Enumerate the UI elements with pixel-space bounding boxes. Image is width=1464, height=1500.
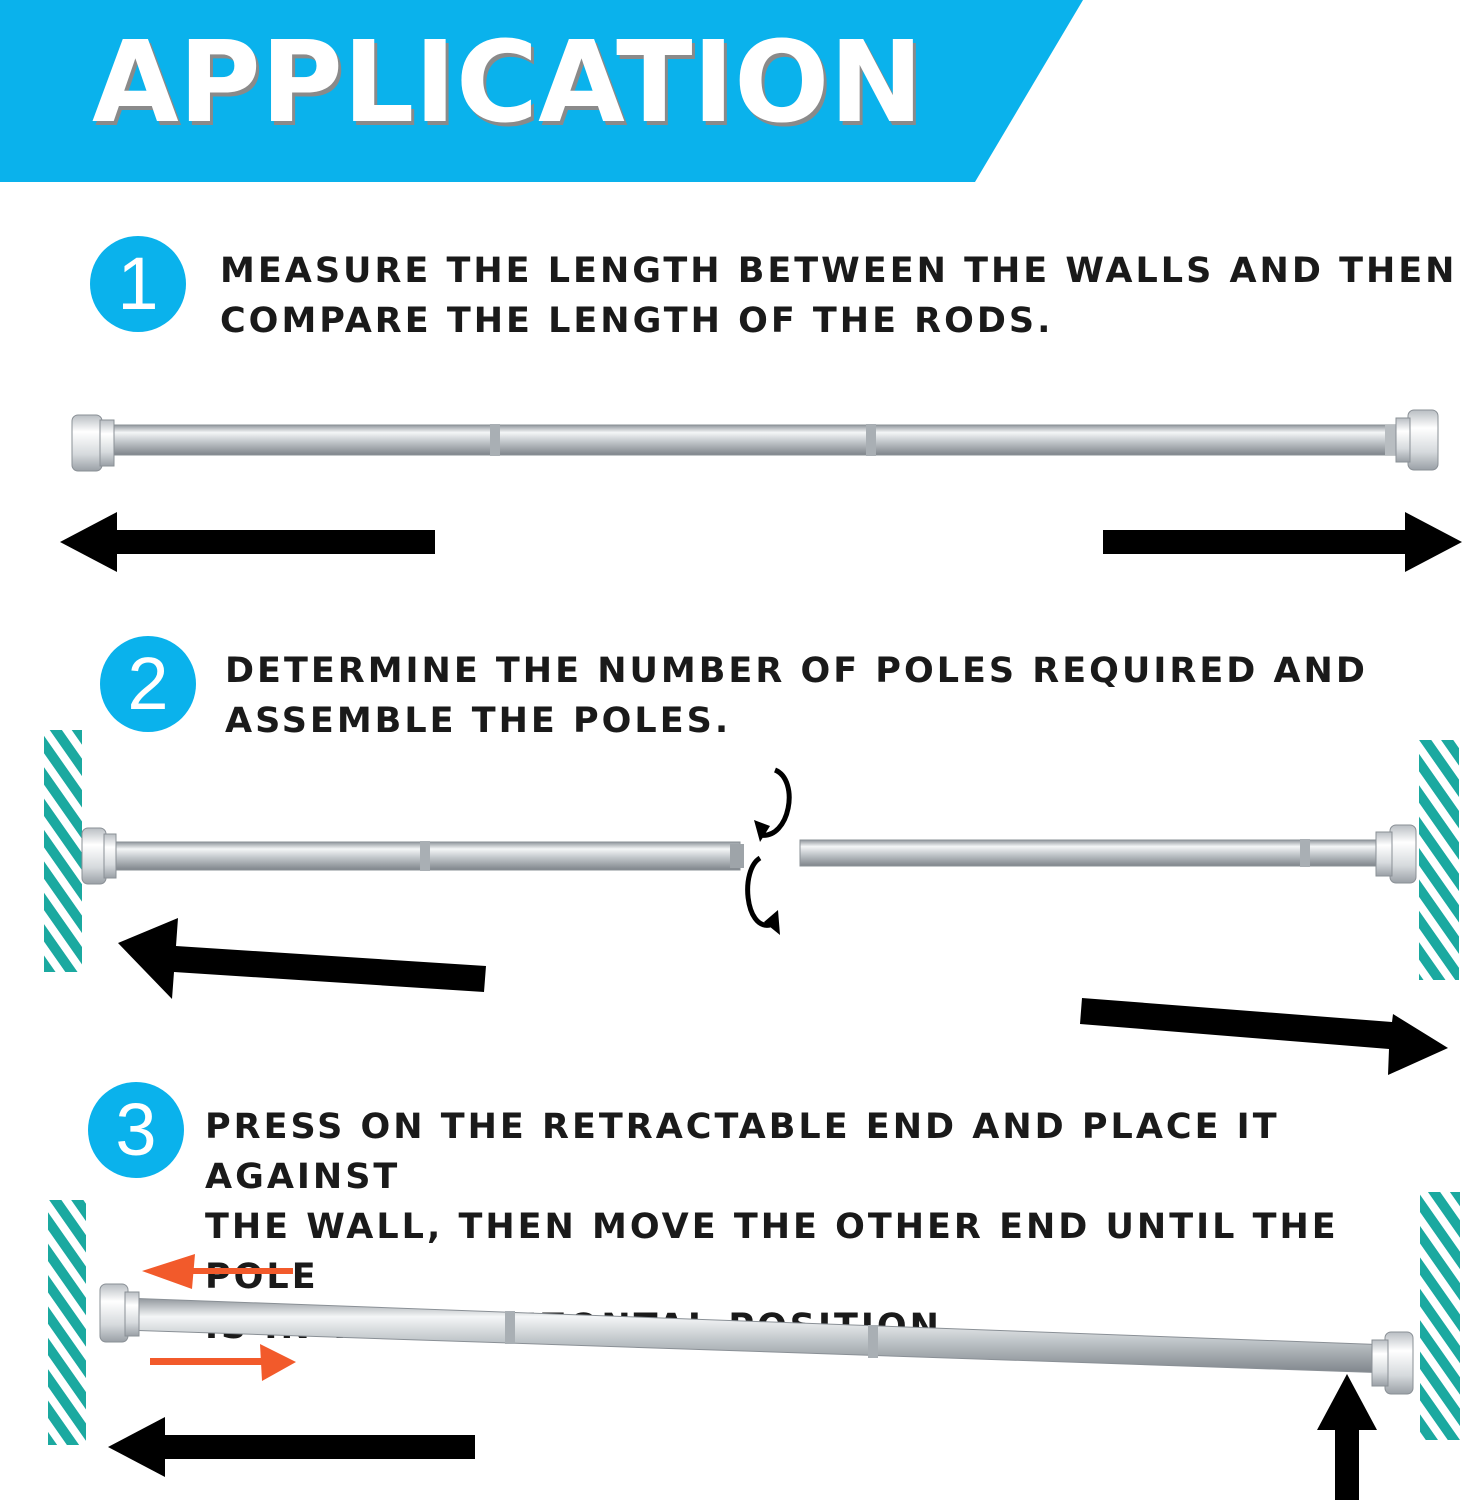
wall-right-3 xyxy=(1420,1192,1460,1440)
arrow-up-3 xyxy=(1317,1374,1377,1500)
orange-arrow-left xyxy=(142,1254,293,1289)
arrow-right-1 xyxy=(1103,512,1462,572)
arrow-left-2 xyxy=(118,918,486,999)
rod-2-right xyxy=(799,824,1417,884)
orange-arrow-right xyxy=(150,1344,296,1381)
wall-left-2 xyxy=(44,730,82,972)
step-1-text: MEASURE THE LENGTH BETWEEN THE WALLS AND… xyxy=(220,251,1458,341)
step-2-badge: 2 xyxy=(100,636,196,732)
step-1-badge: 1 xyxy=(90,236,186,332)
arrow-left-3 xyxy=(108,1417,475,1477)
wall-right-2 xyxy=(1419,740,1459,980)
step-3-badge: 3 xyxy=(88,1082,184,1178)
arrow-left-1 xyxy=(60,512,435,572)
step-2-text: DETERMINE THE NUMBER OF POLES REQUIRED A… xyxy=(225,651,1368,741)
rotate-arrows-icon xyxy=(745,767,792,935)
page-title: APPLICATION xyxy=(92,18,924,148)
arrow-right-2 xyxy=(1080,998,1448,1075)
header-banner xyxy=(0,0,1083,182)
rod-2-left xyxy=(81,827,744,885)
rod-3 xyxy=(99,1283,1414,1395)
wall-left-3 xyxy=(48,1200,86,1445)
rod-1 xyxy=(71,409,1439,472)
